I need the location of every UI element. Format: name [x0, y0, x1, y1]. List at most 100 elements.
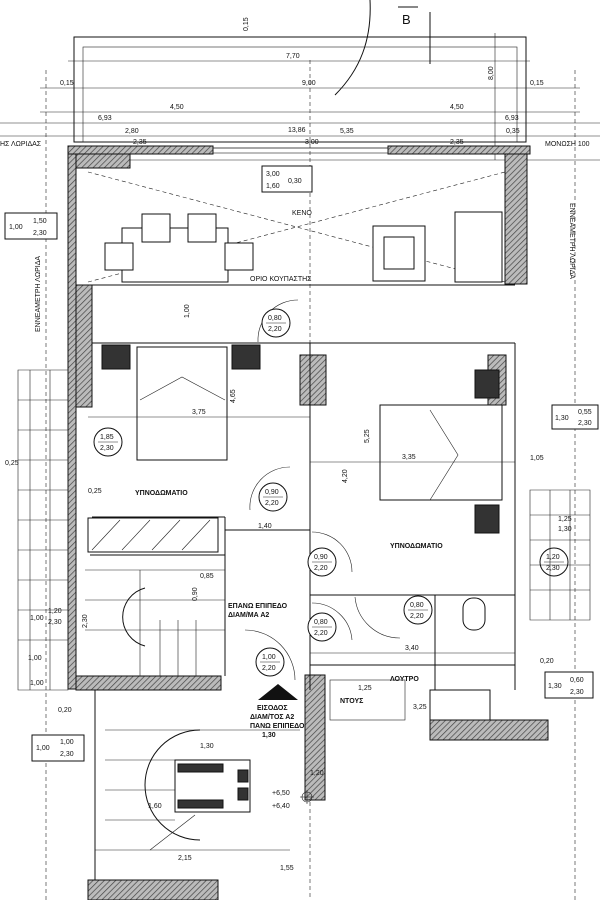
opening-width: 0,80 [410, 602, 424, 609]
balcony-railing-left [17, 369, 69, 691]
dim-label: 1,00 [30, 680, 44, 687]
opening-height: 2,20 [268, 326, 282, 333]
window-width: 1,25 [558, 516, 572, 523]
dim-label: 7,70 [286, 53, 300, 60]
dim-label: 8,00 [488, 66, 495, 80]
dim-label: 2,35 [450, 139, 464, 146]
dim-label: 0,15 [60, 80, 74, 87]
top-dimension-labels: 0,15 7,70 9,00 0,15 0,15 4,50 4,50 6,93 … [0, 17, 590, 332]
dim-label: 13,86 [288, 127, 306, 134]
dim-label: 1,30 [200, 743, 214, 750]
window-tag: 1,001,002,30 [31, 734, 85, 762]
room-label-bedroom-left: ΥΠΝΟΔΩΜΑΤΙΟ [135, 490, 188, 497]
level-marker-icon [300, 790, 314, 804]
dim-label: 6,93 [98, 115, 112, 122]
window-height: 1,60 [266, 183, 280, 190]
room-label-bathroom: ΛΟΥΤΡΟ [390, 676, 419, 683]
opening-height: 2,30 [546, 565, 560, 572]
window-height: 2,30 [578, 420, 592, 427]
window-sill: 1,30 [548, 683, 562, 690]
parapet-label: ΟΡΙΟ ΚΟΥΠΑΣΤΗΣ [250, 276, 312, 283]
void-area: ΚΕΝΟ ΟΡΙΟ ΚΟΥΠΑΣΤΗΣ [87, 171, 506, 283]
window-width: 1,50 [33, 218, 47, 225]
upper-level-label: ΔΙΑΜ/ΜΑ Α2 [228, 612, 269, 619]
window-tag: 1,300,552,30 [551, 404, 599, 430]
opening-height: 2,20 [314, 565, 328, 572]
dim-label: 1,25 [358, 685, 372, 692]
bedroom-right: ΥΠΝΟΔΩΜΑΤΙΟ [379, 369, 503, 550]
dim-label: 2,35 [133, 139, 147, 146]
dim-label: 5,35 [340, 128, 354, 135]
dim-label: 1,20 [310, 770, 324, 777]
strip-right-label: ΕΝΝΕΑΜΕΤΡΗ ΛΩΡΙΔΑ [568, 203, 575, 279]
level-label: +6,50 [272, 790, 290, 797]
dim-label: 0,85 [200, 573, 214, 580]
room-label-bedroom-right: ΥΠΝΟΔΩΜΑΤΙΟ [390, 543, 443, 550]
section-marker-label: B [402, 12, 411, 27]
entrance: ΕΙΣΟΔΟΣ ΔΙΑΜ/ΤΟΣ Α2 ΠΑΝΩ ΕΠΙΠΕΔΟ 1,30 [250, 684, 305, 739]
window-width: 1,00 [60, 739, 74, 746]
opening-width: 0,90 [314, 554, 328, 561]
opening-width: 1,00 [262, 654, 276, 661]
dim-label: 5,25 [364, 429, 371, 443]
opening-height: 2,20 [410, 613, 424, 620]
dim-label: 3,25 [413, 704, 427, 711]
level-label: +6,40 [272, 803, 290, 810]
dim-label: 3,40 [405, 645, 419, 652]
dim-label: 1,00 [28, 655, 42, 662]
window-height: 1,30 [558, 526, 572, 533]
strip-left-label: ΕΝΝΕΑΜΕΤΡΗ ΛΩΡΙΔΑ [35, 256, 42, 332]
opening-height: 2,20 [262, 665, 276, 672]
dim-label: 1,05 [530, 455, 544, 462]
window-sill: 1,30 [555, 415, 569, 422]
window-width: 0,60 [570, 677, 584, 684]
dim-label: 1,40 [258, 523, 272, 530]
wardrobe [87, 517, 219, 553]
opening-tag: 0,90 2,20 [307, 547, 337, 577]
opening-tag: 0,80 2,20 [307, 612, 337, 642]
bedroom-left: ΥΠΝΟΔΩΜΑΤΙΟ [87, 344, 261, 553]
dim-label: 3,35 [402, 454, 416, 461]
staircase-upper: ΕΠΑΝΩ ΕΠΙΠΕΔΟ ΔΙΑΜ/ΜΑ Α2 [85, 569, 288, 676]
opening-tag: 0,80 2,20 [403, 595, 433, 625]
window-tag: 1,001,502,30 [4, 212, 58, 240]
opening-height: 2,30 [100, 445, 114, 452]
window-tag: 1,25 1,30 [558, 516, 572, 533]
window-tag: 3,00 1,60 0,30 [261, 165, 313, 193]
section-marker: B [334, 0, 431, 96]
opening-width: 1,85 [100, 434, 114, 441]
entrance-label: 1,30 [262, 732, 276, 739]
dim-label: 2,15 [178, 855, 192, 862]
opening-height: 2,20 [314, 630, 328, 637]
window-sill: 1,00 [36, 745, 50, 752]
opening-width: 0,80 [314, 619, 328, 626]
window-tag: 1,001,202,30 [30, 608, 62, 626]
dim-label: 0,15 [530, 80, 544, 87]
opening-tag: 1,85 2,30 [93, 427, 123, 457]
upper-level-label: ΕΠΑΝΩ ΕΠΙΠΕΔΟ [228, 603, 288, 610]
inner-dimension-labels: 3,75 3,35 1,40 3,40 1,25 3,25 1,30 1,20 … [5, 304, 554, 872]
opening-tag: 1,00 2,20 [255, 647, 285, 677]
insulation-label: ΜΟΝΩΣΗ 100 [545, 141, 590, 148]
dim-label: 0,20 [540, 658, 554, 665]
dim-label: 9,00 [302, 80, 316, 87]
dim-label: 3,75 [192, 409, 206, 416]
window-sill: 0,30 [288, 178, 302, 185]
dim-label: 4,50 [170, 104, 184, 111]
window-width: 3,00 [266, 171, 280, 178]
window-width: 1,20 [48, 608, 62, 615]
dim-label: 4,65 [230, 389, 237, 403]
balcony-railing-right [529, 489, 591, 621]
bathroom: ΛΟΥΤΡΟ ΝΤΟΥΣ [329, 597, 491, 721]
opening-width: 1,20 [546, 554, 560, 561]
window-height: 2,30 [48, 619, 62, 626]
dim-label: 4,50 [450, 104, 464, 111]
dim-label: 0,25 [88, 488, 102, 495]
opening-labels: 0,80 2,20 1,85 2,30 0,90 2,20 0,90 2,20 0,80… [93, 308, 569, 677]
room-label-shower: ΝΤΟΥΣ [340, 698, 363, 705]
entrance-label: ΕΙΣΟΔΟΣ [257, 705, 288, 712]
room-label-void: ΚΕΝΟ [292, 210, 312, 217]
strip-label: ΗΣ ΛΩΡΙΔΑΣ [0, 141, 42, 148]
entrance-label: ΔΙΑΜ/ΤΟΣ Α2 [250, 714, 294, 721]
